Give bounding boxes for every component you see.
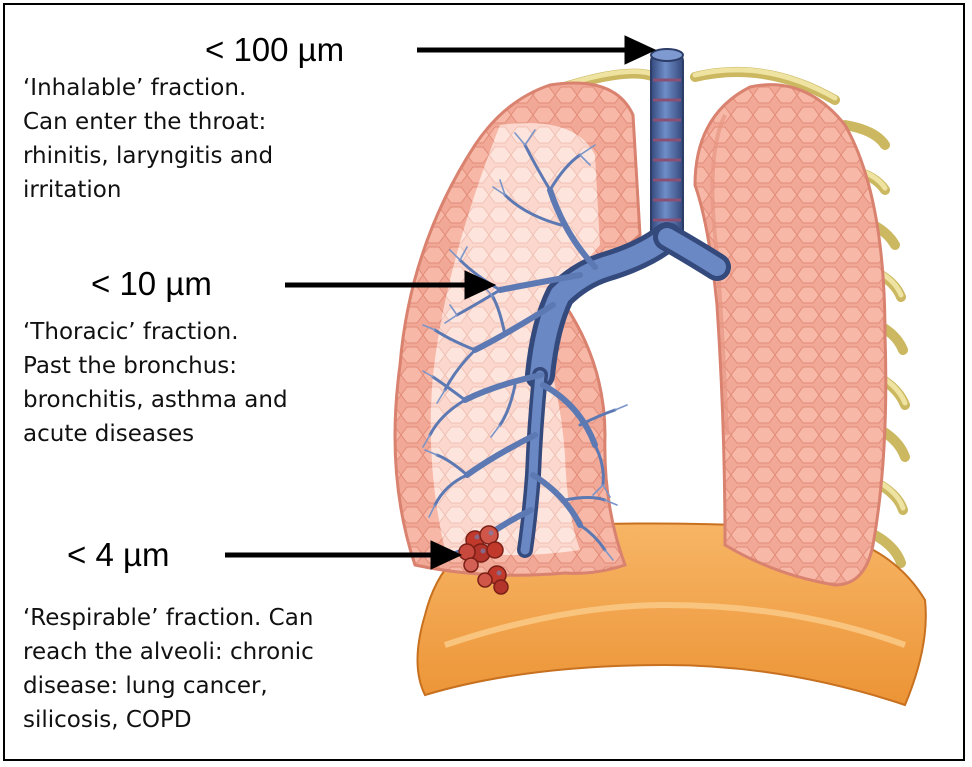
description-line: Past the bronchus: [23,349,288,383]
description-line: ‘Inhalable’ fraction. [23,71,273,105]
trachea [651,49,683,238]
description-line: reach the alveoli: chronic [23,635,314,669]
size-label-inhalable: < 100 µm [205,33,344,66]
description-line: ‘Respirable’ fraction. Can [23,601,314,635]
diagram-frame: < 100 µm ‘Inhalable’ fraction. Can enter… [3,3,965,761]
description-line: ‘Thoracic’ fraction. [23,315,288,349]
size-label-thoracic: < 10 µm [91,267,212,300]
size-label-respirable: < 4 µm [67,538,169,571]
description-line: silicosis, COPD [23,703,314,737]
description-thoracic: ‘Thoracic’ fraction. Past the bronchus: … [23,315,288,451]
description-line: acute diseases [23,417,288,451]
description-line: bronchitis, asthma and [23,383,288,417]
description-respirable: ‘Respirable’ fraction. Can reach the alv… [23,601,314,737]
description-line: Can enter the throat: [23,105,273,139]
description-line: irritation [23,173,273,207]
description-line: disease: lung cancer, [23,669,314,703]
description-inhalable: ‘Inhalable’ fraction. Can enter the thro… [23,71,273,207]
description-line: rhinitis, laryngitis and [23,139,273,173]
